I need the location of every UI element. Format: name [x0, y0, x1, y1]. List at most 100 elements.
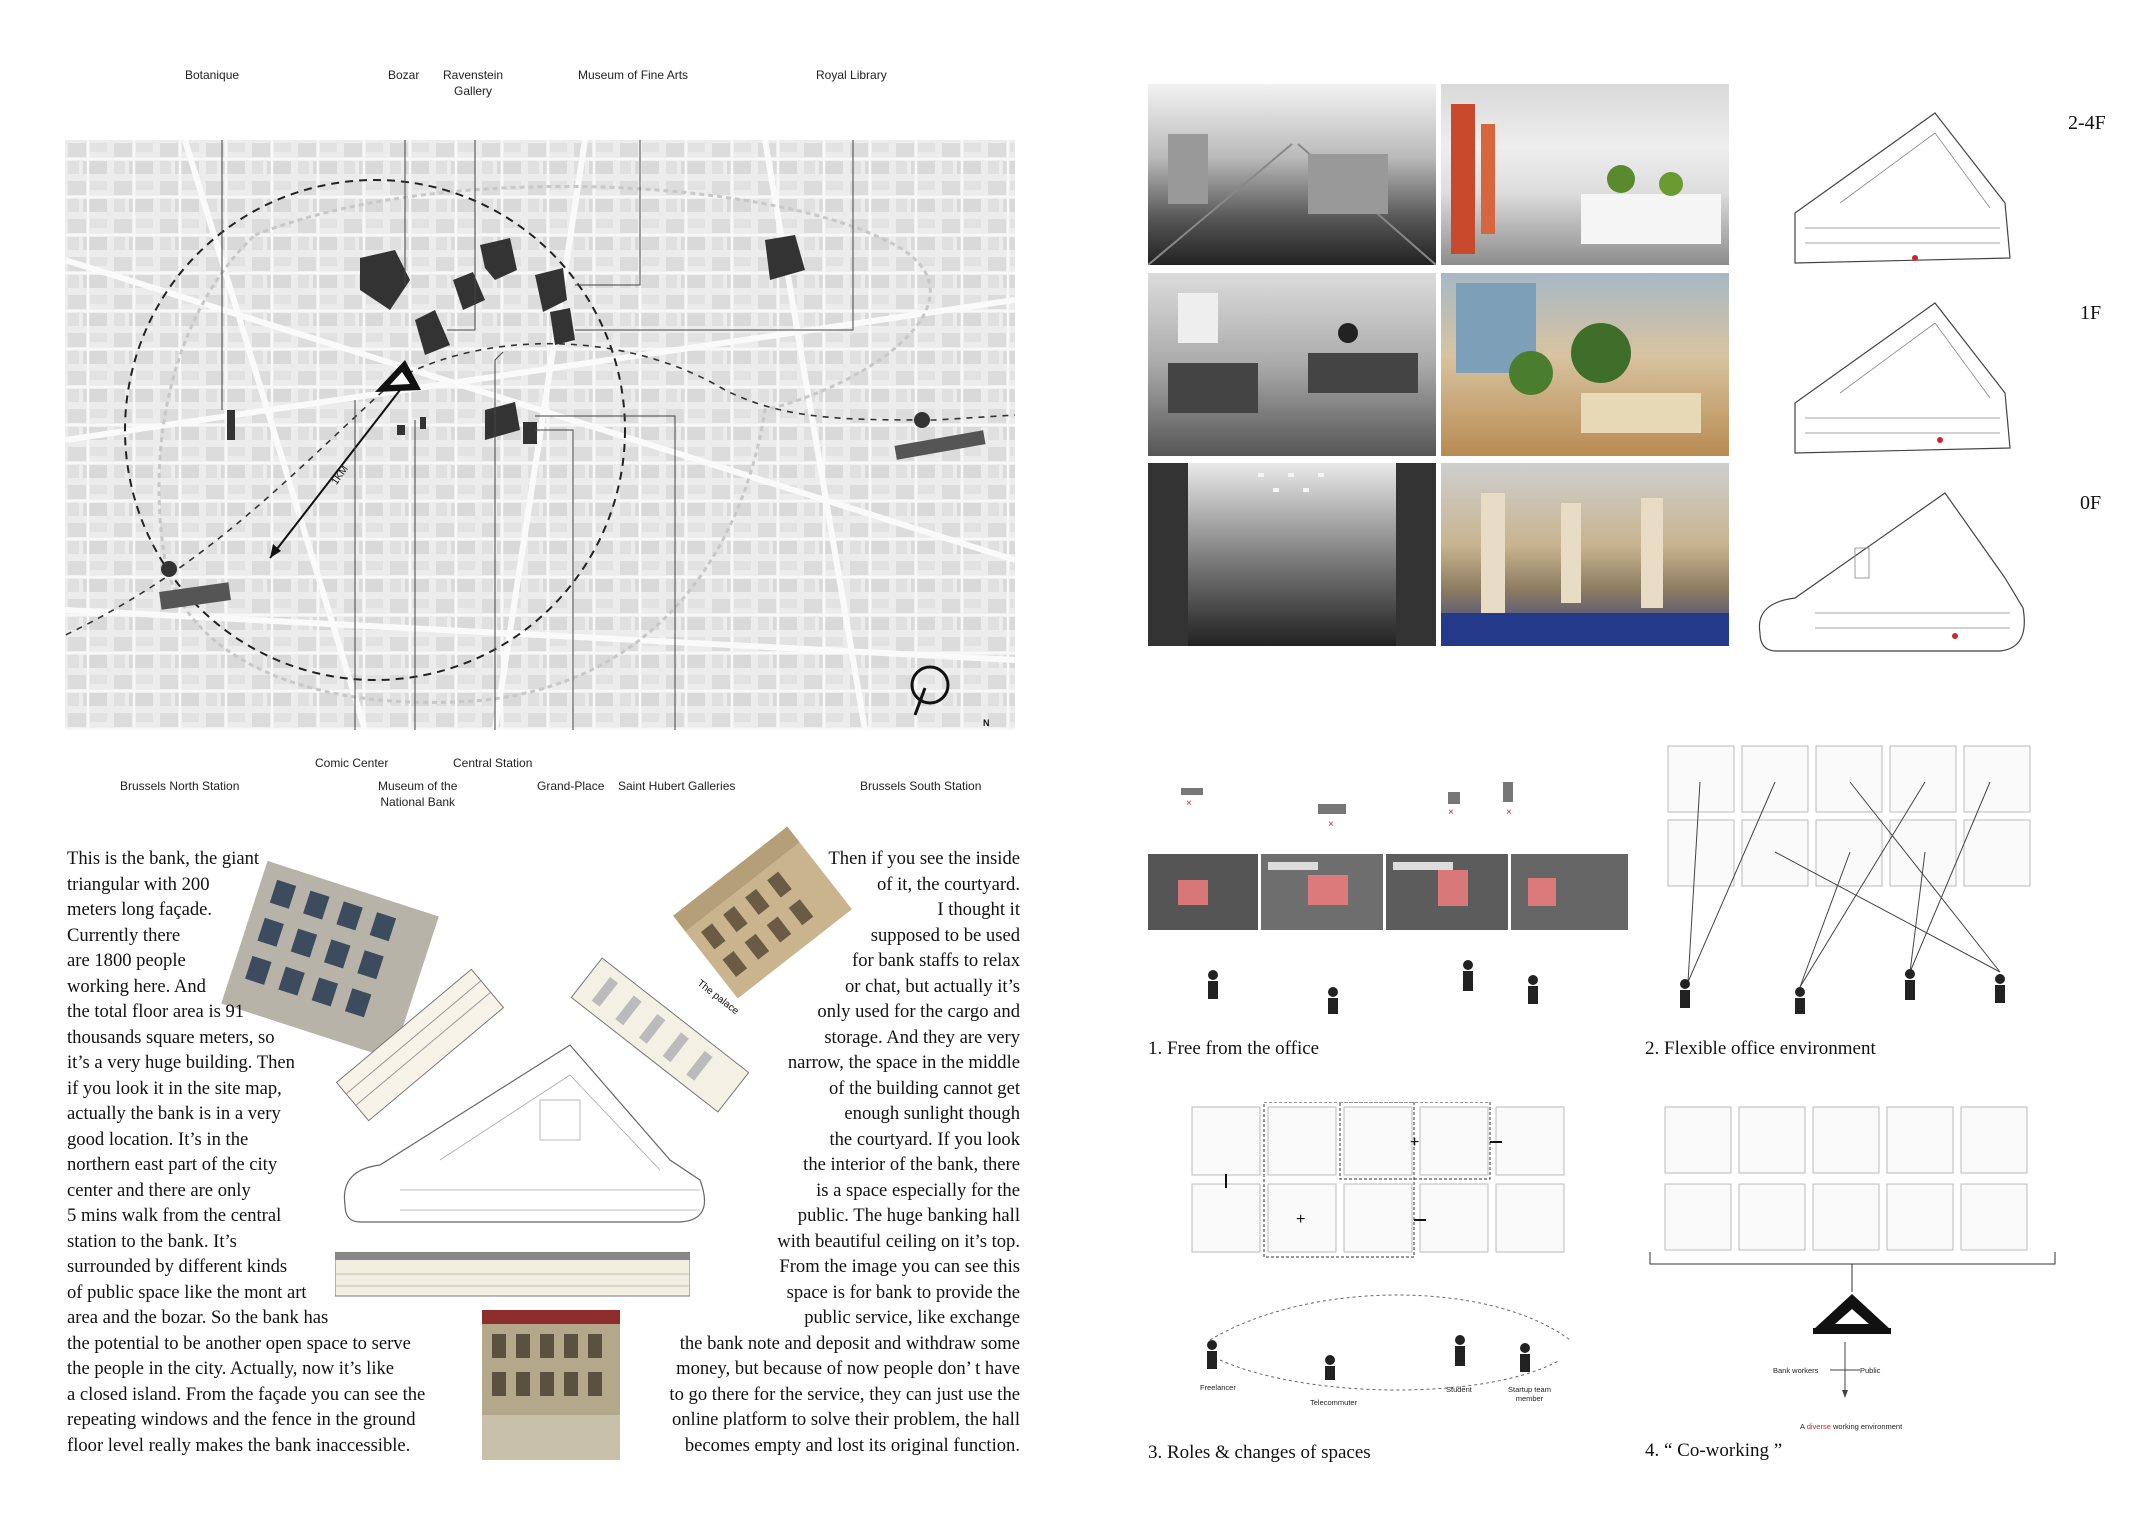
- label-fine-arts: Museum of Fine Arts: [578, 68, 689, 82]
- right-text-line: money, but because of now people don’ t …: [676, 1358, 1020, 1379]
- ground-plan-drawing: [340, 1040, 735, 1225]
- label-botanique: Botanique: [185, 68, 240, 82]
- svg-text:×: ×: [1448, 807, 1454, 818]
- site-map: [54, 80, 1016, 740]
- role-student: Student: [1446, 1385, 1472, 1394]
- left-text-line: of public space like the mont art: [67, 1281, 307, 1303]
- svg-text:+: +: [1410, 1134, 1419, 1151]
- label-comic-center: Comic Center: [315, 756, 389, 770]
- photo-corridor-modern: [1441, 84, 1729, 265]
- left-text-line: the potential to be another open space t…: [67, 1332, 411, 1354]
- label-national-bank-line1: Museum of the: [378, 779, 458, 793]
- left-text-line: Currently there: [67, 924, 181, 946]
- left-text-line: floor level really makes the bank inacce…: [67, 1434, 411, 1456]
- floor-plan-2-4f: [1785, 108, 2015, 273]
- left-text-line: surrounded by different kinds: [67, 1256, 288, 1277]
- coworking-env-highlight: diverse: [1806, 1422, 1831, 1431]
- right-text-line: the bank note and deposit and withdraw s…: [679, 1332, 1020, 1354]
- svg-text:×: ×: [1186, 798, 1192, 809]
- left-text-line: the total floor area is 91: [67, 1001, 245, 1022]
- north-label: N: [983, 718, 990, 728]
- panel-4-caption: 4. “ Co-working ”: [1645, 1440, 1783, 1461]
- svg-text:+: +: [1296, 1211, 1305, 1228]
- left-text-line: 5 mins walk from the central: [67, 1205, 282, 1226]
- left-text-line: northern east part of the city: [67, 1154, 278, 1175]
- photo-hall-modern: [1441, 463, 1729, 646]
- right-text-line: narrow, the space in the middle: [787, 1052, 1020, 1073]
- long-elevation-drawing: [334, 1252, 691, 1300]
- left-text-line: station to the bank. It’s: [67, 1230, 237, 1252]
- coworking-public: Public: [1860, 1366, 1881, 1375]
- right-text-line: is a space especially for the: [816, 1179, 1020, 1201]
- floor-plan-0f: [1755, 488, 2035, 656]
- right-text-line: or chat, but actually it’s: [844, 975, 1020, 997]
- photo-corridor-historic: [1148, 84, 1436, 265]
- role-startup-line1: Startup team: [1508, 1385, 1551, 1394]
- left-text-line: repeating windows and the fence in the g…: [67, 1409, 416, 1430]
- right-text-line: to go there for the service, they can ju…: [669, 1383, 1020, 1405]
- site-map-drawing: [54, 80, 1016, 740]
- right-text-line: online platform to solve their problem, …: [671, 1409, 1020, 1430]
- label-south-station: Brussels South Station: [860, 779, 982, 793]
- label-national-bank: Museum of the National Bank: [378, 778, 457, 810]
- elevation-drawing-right: [564, 949, 757, 1121]
- left-text-block: This is the bank, the giant triangular w…: [67, 846, 425, 1458]
- photo-hall-historic: [1148, 463, 1436, 646]
- panel-1-caption: 1. Free from the office: [1148, 1038, 1320, 1059]
- floor-plan-1f: [1785, 298, 2015, 463]
- panel-roles-people: [1190, 1290, 1590, 1400]
- role-startup-line2: member: [1515, 1394, 1544, 1403]
- panel-coworking: [1645, 1102, 2065, 1432]
- right-text-line: only used for the cargo and: [817, 1001, 1020, 1022]
- left-text-line: the people in the city. Actually, now it…: [67, 1358, 395, 1379]
- floor-label-0f: 0F: [2080, 492, 2102, 514]
- right-text-line: storage. And they are very: [824, 1026, 1020, 1048]
- right-text-line: enough sunlight though: [844, 1103, 1020, 1124]
- left-text-line: This is the bank, the giant: [67, 848, 260, 869]
- right-text-line: supposed to be used: [870, 924, 1020, 946]
- left-text-line: meters long façade.: [67, 899, 213, 920]
- left-text-line: good location. It’s in the: [67, 1128, 249, 1150]
- left-text-line: actually the bank is in a very: [67, 1103, 281, 1124]
- photo-palace: [673, 826, 852, 999]
- right-text-line: public. The huge banking hall: [797, 1205, 1020, 1226]
- left-text-line: area and the bozar. So the bank has: [67, 1307, 329, 1328]
- label-royal-library: Royal Library: [816, 68, 887, 82]
- right-text-line: becomes empty and lost its original func…: [684, 1434, 1020, 1456]
- right-text-line: Then if you see the inside: [828, 848, 1020, 869]
- panel-2-caption: 2. Flexible office environment: [1645, 1038, 1876, 1059]
- left-text-line: are 1800 people: [67, 950, 186, 971]
- role-telecommuter: Telecommuter: [1310, 1398, 1358, 1407]
- right-text-line: of the building cannot get: [828, 1077, 1020, 1099]
- panel-roles-grid: ++: [1190, 1101, 1585, 1267]
- svg-text:×: ×: [1328, 819, 1334, 830]
- photo-office-modern: [1441, 273, 1729, 456]
- right-text-line: public service, like exchange: [804, 1307, 1020, 1328]
- left-text-line: if you look it in the site map,: [67, 1077, 282, 1099]
- floor-label-2-4f: 2-4F: [2068, 112, 2106, 134]
- photo-office-historic: [1148, 273, 1436, 456]
- right-text-line: the courtyard. If you look: [829, 1128, 1020, 1150]
- right-text-line: with beautiful ceiling on it’s top.: [777, 1230, 1020, 1252]
- coworking-environment: A diverse working environment: [1800, 1422, 1902, 1431]
- panel-3-caption: 3. Roles & changes of spaces: [1148, 1442, 1371, 1463]
- right-text-line: From the image you can see this: [779, 1256, 1020, 1277]
- panel-flexible-office: [1660, 742, 2060, 1027]
- label-ravenstein-line1: Ravenstein: [443, 68, 504, 82]
- photo-facade-front: [482, 1310, 620, 1460]
- right-text-line: space is for bank to provide the: [786, 1281, 1020, 1303]
- label-ravenstein-gallery: Ravenstein Gallery: [443, 67, 503, 99]
- role-freelancer: Freelancer: [1200, 1383, 1236, 1392]
- coworking-env-prefix: A: [1800, 1422, 1807, 1431]
- floor-label-1f: 1F: [2080, 302, 2102, 324]
- right-text-line: I thought it: [937, 899, 1020, 920]
- left-text-line: center and there are only: [67, 1179, 251, 1201]
- left-text-line: working here. And: [67, 975, 206, 997]
- right-text-block: Then if you see the inside of it, the co…: [669, 846, 1020, 1458]
- panel-free-from-office: ××××: [1148, 770, 1628, 1020]
- left-text-line: triangular with 200: [67, 873, 210, 895]
- label-grand-place: Grand-Place: [537, 779, 605, 793]
- label-central-station: Central Station: [453, 756, 533, 770]
- role-startup: Startup team member: [1508, 1385, 1551, 1403]
- left-text-line: thousands square meters, so: [67, 1026, 275, 1048]
